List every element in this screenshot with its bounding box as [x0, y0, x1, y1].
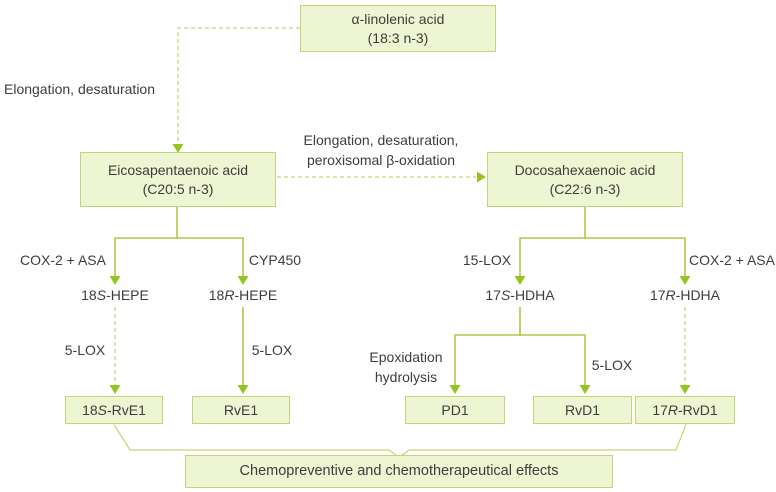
node-line2: (18:3 n-3): [367, 29, 429, 46]
intermediate-18r-hepe: 18R-HEPE: [208, 287, 278, 303]
arrowhead-epa-top: [172, 144, 184, 153]
edge-label-5lox-left: 5-LOX: [64, 342, 106, 358]
node-label: PD1: [441, 401, 469, 418]
edge-label-5lox-mid: 5-LOX: [591, 357, 633, 373]
edge-label-epa-to-dha: Elongation, desaturation, peroxisomal β-…: [281, 130, 481, 170]
node-label: RvD1: [564, 401, 600, 418]
edge-hdha-s-branch: [454, 307, 586, 385]
node-label: 17R-RvD1: [652, 401, 718, 418]
node-label: Chemopreventive and chemotherapeutical e…: [239, 463, 559, 479]
node-18s-rve1: 18S-RvE1: [65, 396, 163, 424]
edge-ala-to-epa: [177, 27, 300, 144]
edge-label-elongation-desaturation: Elongation, desaturation: [4, 81, 155, 97]
edge-label-15lox: 15-LOX: [462, 252, 512, 268]
edge-label-epoxidation-hydrolysis: Epoxidation hydrolysis: [346, 347, 466, 387]
edge-label-cox2-asa-left: COX-2 + ASA: [20, 252, 106, 268]
node-alpha-linolenic-acid: α-linolenic acid (18:3 n-3): [300, 5, 496, 52]
arrowhead-dha-left: [477, 171, 486, 183]
node-line1: α-linolenic acid: [351, 10, 445, 27]
node-line1: Docosahexaenoic acid: [514, 161, 656, 178]
edge-label-line1: Elongation, desaturation,: [303, 132, 459, 148]
node-label: 18S-RvE1: [82, 401, 146, 418]
node-pd1: PD1: [405, 396, 505, 424]
node-line2: (C22:6 n-3): [549, 180, 621, 197]
brace-to-effects: [113, 424, 687, 459]
node-rvd1: RvD1: [533, 396, 632, 424]
edge-label-cox2-asa-right: COX-2 + ASA: [689, 252, 775, 268]
node-17r-rvd1: 17R-RvD1: [635, 396, 735, 424]
edge-label-line1: Epoxidation: [369, 349, 443, 365]
node-effects: Chemopreventive and chemotherapeutical e…: [185, 455, 613, 488]
edge-label-line2: peroxisomal β-oxidation: [306, 152, 456, 168]
node-line1: Eicosapentaenoic acid: [107, 161, 249, 178]
node-docosahexaenoic-acid: Docosahexaenoic acid (C22:6 n-3): [487, 152, 683, 207]
edge-label-cyp450: CYP450: [248, 252, 302, 268]
edge-dha-branch: [519, 207, 686, 276]
intermediate-17r-hdha: 17R-HDHA: [649, 287, 721, 303]
edge-epa-branch: [114, 207, 244, 276]
edge-label-5lox-right: 5-LOX: [251, 342, 293, 358]
node-eicosapentaenoic-acid: Eicosapentaenoic acid (C20:5 n-3): [80, 152, 276, 207]
node-line2: (C20:5 n-3): [142, 180, 214, 197]
node-rve1: RvE1: [192, 396, 290, 424]
intermediate-17s-hdha: 17S-HDHA: [485, 287, 555, 303]
node-label: RvE1: [223, 401, 259, 418]
edge-label-line2: hydrolysis: [374, 369, 438, 385]
intermediate-18s-hepe: 18S-HEPE: [81, 287, 149, 303]
